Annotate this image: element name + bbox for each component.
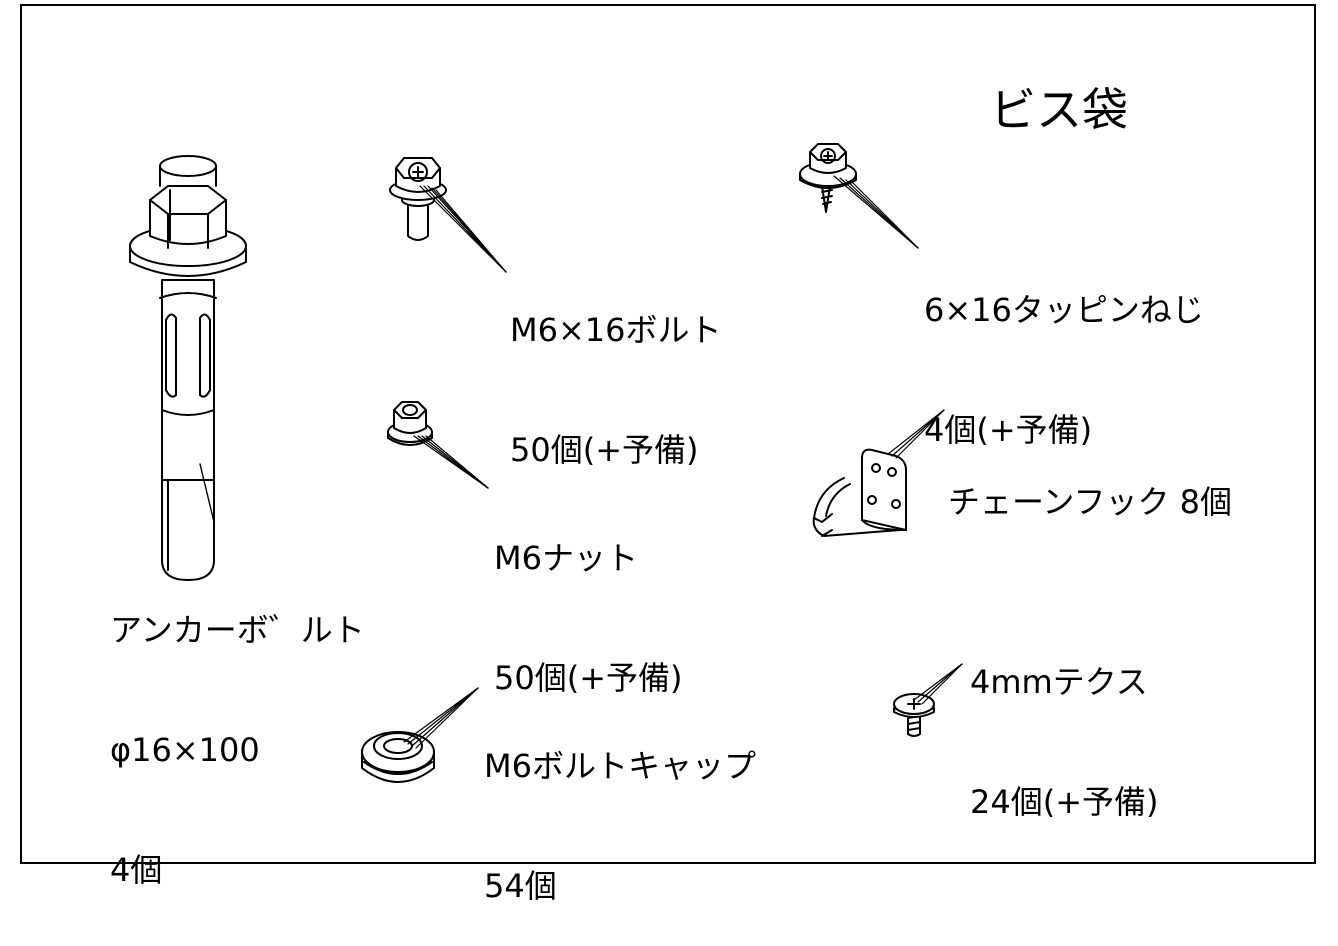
m6-bolt-name: M6×16ボルト: [510, 311, 722, 349]
bolt-cap-name: M6ボルトキャップ: [484, 747, 756, 785]
tapping-screw-qty: 4個(+予備): [924, 411, 1093, 449]
anchor-bolt-size: φ16×100: [110, 731, 260, 769]
m6-bolt-qty: 50個(+予備): [510, 431, 699, 469]
tex-screw-label: 4mmテクス 24個(+予備): [970, 582, 1159, 862]
tex-screw-icon: [893, 663, 963, 737]
anchor-bolt-name: アンカーボ゛ルト: [110, 611, 365, 649]
parts-drawing: [129, 143, 963, 783]
m6-nut-label: M6ナット 50個(+予備): [494, 458, 683, 738]
bolt-cap-icon: [361, 687, 479, 783]
tapping-screw-label: 6×16タッピンねじ 4個(+予備): [924, 210, 1204, 490]
tapping-screw-name: 6×16タッピンねじ: [924, 291, 1204, 329]
bolt-cap-qty: 54個: [484, 867, 557, 905]
chain-hook-text: チェーンフック 8個: [948, 483, 1232, 521]
chain-hook-icon: [812, 409, 945, 537]
anchor-bolt-icon: [129, 155, 247, 581]
chain-hook-label: チェーンフック 8個: [948, 402, 1232, 562]
m6-nut-qty: 50個(+予備): [494, 659, 683, 697]
m6-nut-name: M6ナット: [494, 539, 638, 577]
flange-bolt-icon: [389, 157, 507, 273]
anchor-bolt-label: アンカーボ゛ルト φ16×100 4個: [110, 530, 365, 930]
bolt-cap-label: M6ボルトキャップ 54個: [484, 666, 756, 946]
page-title: ビス袋: [990, 83, 1128, 137]
tapping-screw-icon: [799, 143, 919, 249]
tex-screw-name: 4mmテクス: [970, 663, 1148, 701]
hex-nut-icon: [387, 401, 489, 489]
tex-screw-qty: 24個(+予備): [970, 783, 1159, 821]
anchor-bolt-qty: 4個: [110, 851, 163, 889]
m6-bolt-label: M6×16ボルト 50個(+予備): [510, 230, 722, 510]
